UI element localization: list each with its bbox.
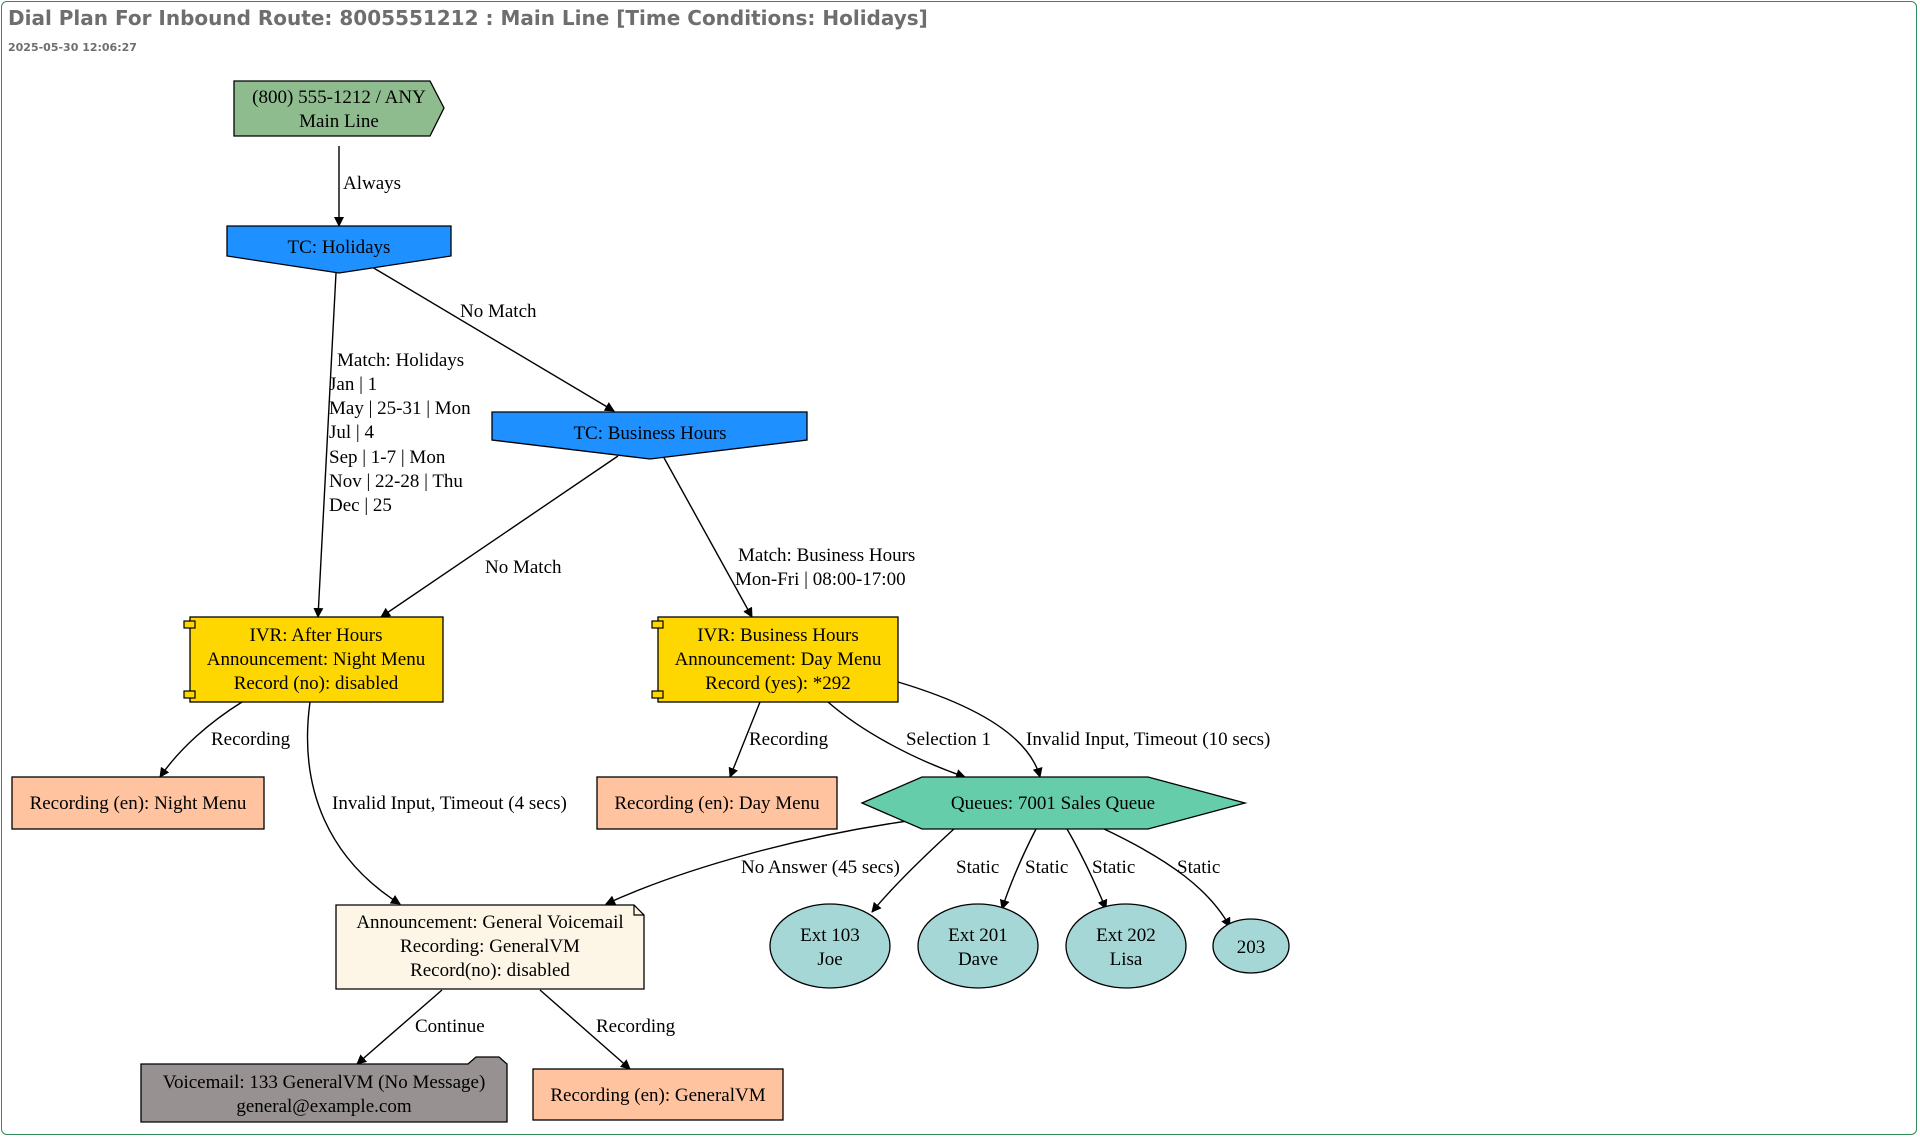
node-tc-holidays[interactable]: TC: Holidays — [226, 225, 452, 274]
edge-queue-to-ext103 — [871, 827, 956, 913]
node-announcement-general-voicemail[interactable]: Announcement: General Voicemail Recordin… — [335, 904, 645, 990]
svg-text:Voicemail: 133 GeneralVM (No M: Voicemail: 133 GeneralVM (No Message) — [163, 1072, 486, 1093]
svg-text:Main Line: Main Line — [299, 111, 379, 132]
svg-text:Match: Holidays: Match: Holidays — [337, 350, 464, 371]
svg-text:Announcement: Day Menu: Announcement: Day Menu — [675, 649, 882, 670]
edge-ivr-business-to-rec-day — [728, 701, 761, 778]
svg-text:Recording: GeneralVM: Recording: GeneralVM — [400, 936, 580, 957]
edge-ivr-business-to-queue-invalid — [897, 681, 1043, 778]
node-queue-sales[interactable]: Queues: 7001 Sales Queue — [860, 776, 1248, 830]
svg-text:Recording (en): GeneralVM: Recording (en): GeneralVM — [550, 1085, 765, 1106]
node-recording-night-menu[interactable]: Recording (en): Night Menu — [11, 776, 265, 830]
svg-text:(800) 555-1212 / ANY: (800) 555-1212 / ANY — [252, 87, 426, 108]
node-recording-day-menu[interactable]: Recording (en): Day Menu — [596, 776, 838, 830]
svg-text:Queues: 7001 Sales Queue: Queues: 7001 Sales Queue — [951, 793, 1155, 814]
svg-text:May | 25-31 | Mon: May | 25-31 | Mon — [329, 398, 471, 419]
node-ext-201[interactable]: Ext 201 Dave — [917, 903, 1039, 989]
svg-text:Ext 201: Ext 201 — [948, 925, 1008, 946]
edge-queue-to-ext201 — [999, 828, 1037, 910]
svg-text:Jan | 1: Jan | 1 — [329, 374, 377, 395]
svg-text:Lisa: Lisa — [1110, 949, 1143, 970]
svg-text:Match: Business Hours: Match: Business Hours — [738, 545, 915, 566]
svg-text:Ext 103: Ext 103 — [800, 925, 860, 946]
svg-text:IVR: Business Hours: IVR: Business Hours — [697, 625, 859, 646]
edge-label-static-201: Static — [1025, 857, 1068, 878]
node-ext-202[interactable]: Ext 202 Lisa — [1065, 903, 1187, 989]
svg-text:Announcement: Night Menu: Announcement: Night Menu — [207, 649, 426, 670]
edge-label-static-103: Static — [956, 857, 999, 878]
edges — [159, 146, 1231, 1070]
edge-label-match-business: Match: Business Hours Mon-Fri | 08:00-17… — [735, 545, 915, 590]
svg-text:Record (yes): *292: Record (yes): *292 — [705, 673, 851, 694]
edge-label-recording-night: Recording — [211, 729, 291, 750]
edge-label-match-holidays: Match: Holidays Jan | 1 May | 25-31 | Mo… — [329, 350, 471, 516]
node-inbound-route[interactable]: (800) 555-1212 / ANY Main Line — [233, 80, 445, 137]
edge-label-static-202: Static — [1092, 857, 1135, 878]
edge-holidays-to-business — [371, 266, 615, 412]
edge-business-to-ivr-after — [380, 455, 619, 618]
svg-text:Announcement: General Voicemai: Announcement: General Voicemail — [356, 912, 623, 933]
node-ext-103[interactable]: Ext 103 Joe — [769, 903, 891, 989]
edge-label-no-match-business: No Match — [485, 557, 562, 578]
edge-label-invalid-business: Invalid Input, Timeout (10 secs) — [1026, 729, 1270, 750]
node-ivr-after-hours[interactable]: IVR: After Hours Announcement: Night Men… — [183, 616, 444, 703]
edge-label-selection-1: Selection 1 — [906, 729, 991, 750]
svg-text:Recording (en): Day Menu: Recording (en): Day Menu — [614, 793, 820, 814]
svg-text:Mon-Fri | 08:00-17:00: Mon-Fri | 08:00-17:00 — [735, 569, 906, 590]
svg-text:Dec | 25: Dec | 25 — [329, 495, 392, 516]
svg-text:Record (no): disabled: Record (no): disabled — [234, 673, 399, 694]
edge-ivr-business-to-queue-sel1 — [827, 701, 966, 779]
edge-label-recording-general: Recording — [596, 1016, 676, 1037]
edge-holidays-to-ivr-after — [313, 272, 337, 618]
edge-announcement-to-voicemail — [356, 989, 443, 1065]
node-recording-generalvm[interactable]: Recording (en): GeneralVM — [532, 1068, 784, 1121]
node-voicemail-133[interactable]: Voicemail: 133 GeneralVM (No Message) ge… — [140, 1056, 508, 1123]
edge-queue-to-announcement — [605, 818, 923, 905]
svg-text:Recording (en): Night Menu: Recording (en): Night Menu — [30, 793, 247, 814]
svg-text:Nov | 22-28 | Thu: Nov | 22-28 | Thu — [329, 471, 463, 492]
edge-labels: Always No Match Match: Holidays Jan | 1 … — [211, 173, 1270, 1037]
svg-text:Sep | 1-7 | Mon: Sep | 1-7 | Mon — [329, 447, 446, 468]
edge-label-invalid-after: Invalid Input, Timeout (4 secs) — [332, 793, 567, 814]
edge-label-recording-day: Recording — [749, 729, 829, 750]
edge-queue-to-ext203 — [1101, 827, 1231, 928]
svg-text:TC: Holidays: TC: Holidays — [288, 237, 391, 258]
svg-text:TC: Business Hours: TC: Business Hours — [573, 423, 726, 444]
edge-ivr-after-to-rec-night — [159, 701, 243, 778]
edge-label-always: Always — [343, 173, 401, 194]
page-title: Dial Plan For Inbound Route: 8005551212 … — [8, 6, 928, 30]
svg-text:general@example.com: general@example.com — [236, 1096, 411, 1117]
svg-text:203: 203 — [1237, 937, 1266, 958]
svg-text:Ext 202: Ext 202 — [1096, 925, 1156, 946]
edge-queue-to-ext202 — [1066, 828, 1108, 910]
node-ivr-business-hours[interactable]: IVR: Business Hours Announcement: Day Me… — [651, 616, 899, 703]
generated-timestamp: 2025-05-30 12:06:27 — [8, 41, 137, 54]
edge-business-to-ivr-business — [662, 455, 753, 618]
edge-label-static-203: Static — [1177, 857, 1220, 878]
edge-ivr-after-to-announcement — [306, 701, 401, 905]
edge-label-no-match: No Match — [460, 301, 537, 322]
edge-label-continue: Continue — [415, 1016, 485, 1037]
svg-text:Dave: Dave — [958, 949, 998, 970]
node-ext-203[interactable]: 203 — [1212, 918, 1290, 974]
svg-text:Joe: Joe — [817, 949, 842, 970]
svg-text:Record(no): disabled: Record(no): disabled — [410, 960, 570, 981]
edge-label-no-answer: No Answer (45 secs) — [741, 857, 900, 878]
node-tc-business-hours[interactable]: TC: Business Hours — [491, 411, 808, 460]
svg-text:IVR: After Hours: IVR: After Hours — [250, 625, 383, 646]
svg-text:Jul | 4: Jul | 4 — [329, 422, 374, 443]
edge-announcement-to-rec-general — [539, 989, 631, 1070]
